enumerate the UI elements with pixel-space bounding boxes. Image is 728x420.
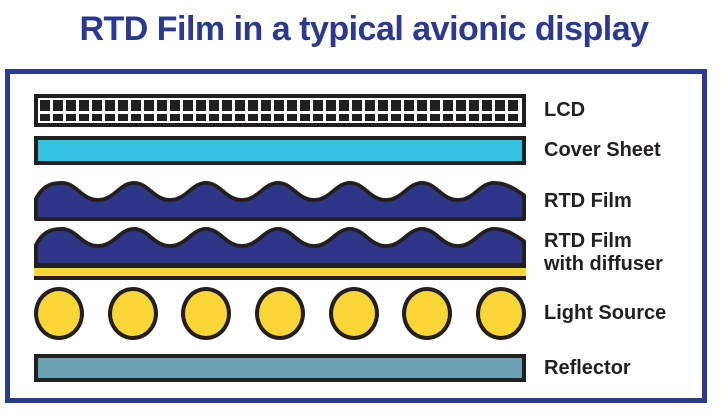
rtd-film-wave-graphic xyxy=(34,180,526,222)
light-bulb-icon xyxy=(34,287,84,340)
light-bulb-icon xyxy=(181,287,232,340)
layer-label-reflector: Reflector xyxy=(544,356,631,379)
layer-row-light-source: Light Source xyxy=(34,287,666,340)
layer-label-light-source: Light Source xyxy=(544,302,667,324)
light-source-circles xyxy=(34,287,526,340)
label-line-1: RTD Film xyxy=(544,230,632,252)
cover-sheet-layer-graphic xyxy=(34,136,526,165)
layer-row-rtd-film: RTD Film xyxy=(34,180,632,222)
layer-label-lcd: LCD xyxy=(544,99,586,121)
layer-row-lcd: LCD xyxy=(34,94,585,127)
layer-label-rtd-film: RTD Film xyxy=(544,189,632,212)
layer-label-cover-sheet: Cover Sheet xyxy=(544,139,661,161)
light-bulb-icon xyxy=(328,287,379,340)
light-bulb-icon xyxy=(254,287,305,340)
diagram-box: LCD Cover Sheet RTD Film RTD Film with d… xyxy=(5,69,707,403)
diffuser-strip-graphic xyxy=(34,264,526,280)
page-title: RTD Film in a typical avionic display xyxy=(79,10,649,48)
lcd-pixel-pattern xyxy=(40,100,520,121)
layer-label-rtd-film-with-diffuser: RTD Film with diffuser xyxy=(544,230,663,276)
rtd-film-diffuser-wave-graphic xyxy=(34,226,526,268)
layer-row-rtd-film-with-diffuser: RTD Film with diffuser xyxy=(34,226,663,280)
layer-row-reflector: Reflector xyxy=(34,354,631,382)
reflector-layer-graphic xyxy=(34,354,526,382)
light-bulb-icon xyxy=(402,287,453,340)
layer-row-cover-sheet: Cover Sheet xyxy=(34,136,661,165)
light-bulb-icon xyxy=(475,287,526,340)
label-line-2: with diffuser xyxy=(544,253,663,275)
lcd-layer-graphic xyxy=(34,94,526,127)
light-bulb-icon xyxy=(107,287,158,340)
